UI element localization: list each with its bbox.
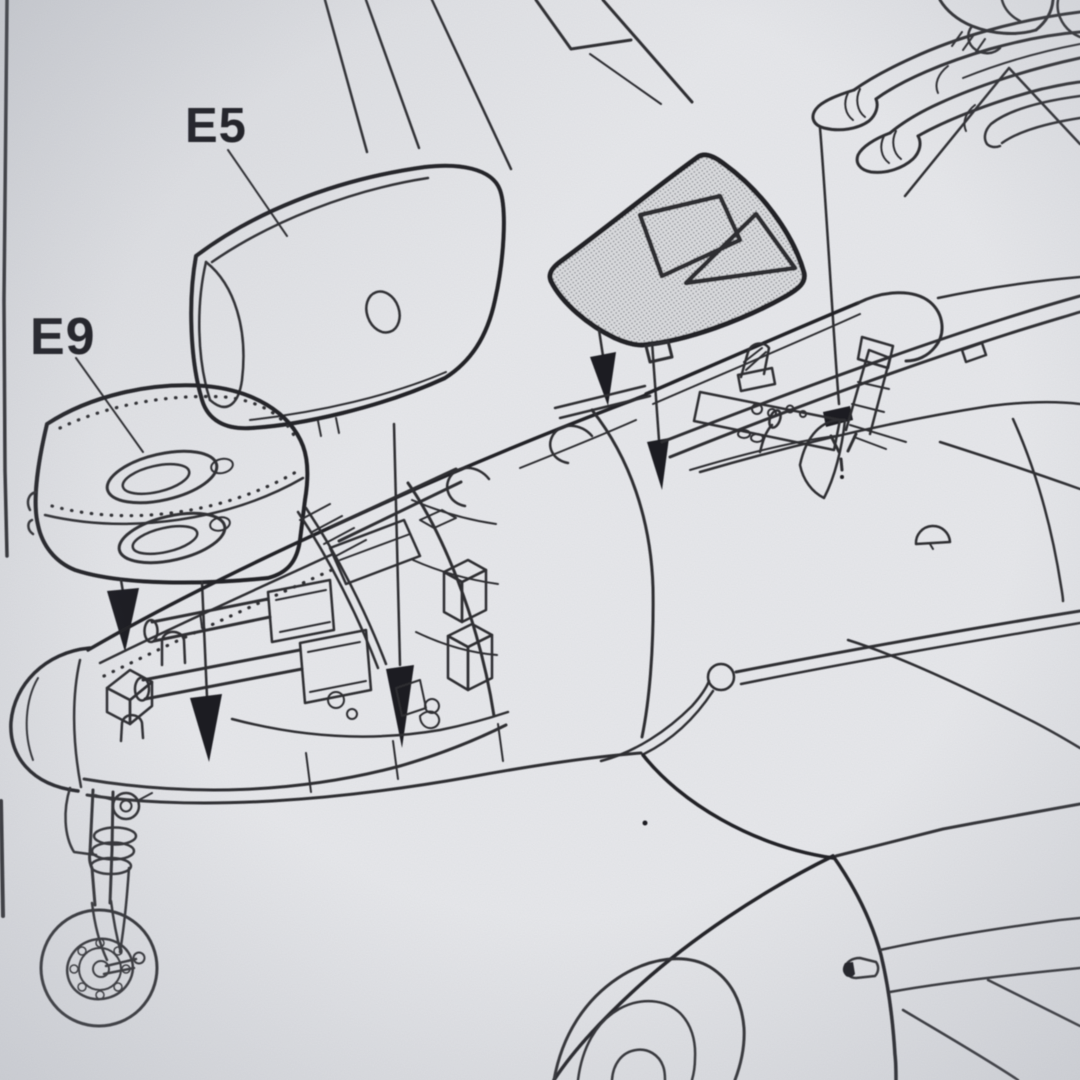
instruction-sheet-photo: E5 E9 [0, 0, 1080, 1080]
photo-corner-shade [0, 0, 1080, 1080]
exploded-assembly-diagram: E5 E9 [0, 0, 1080, 1080]
